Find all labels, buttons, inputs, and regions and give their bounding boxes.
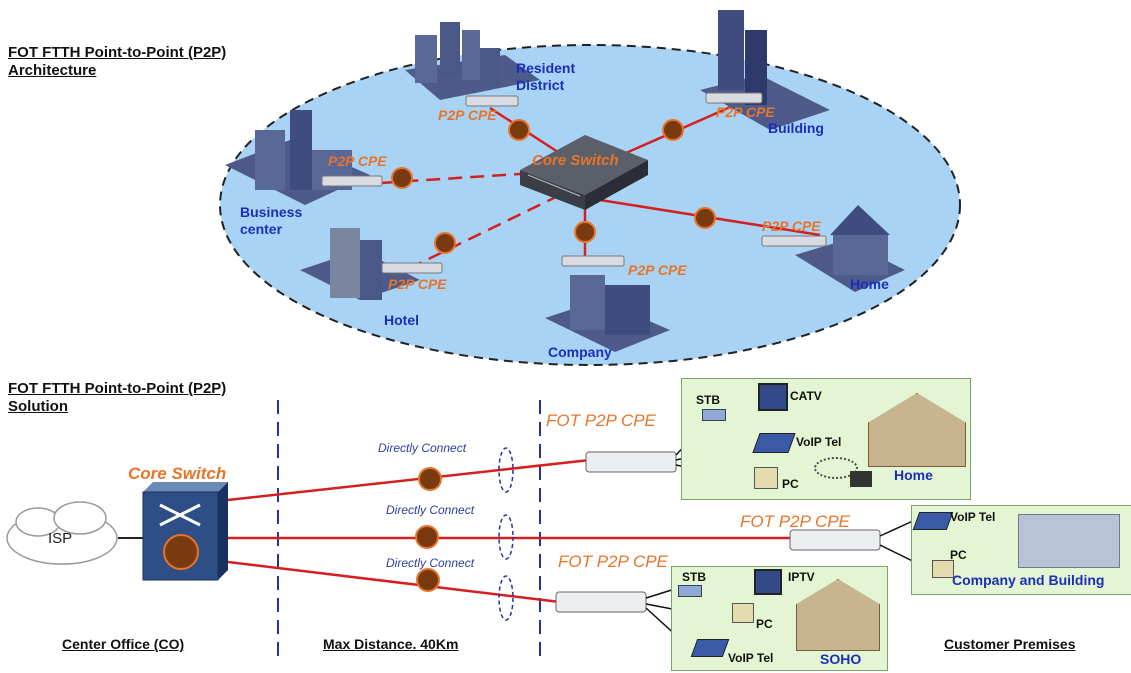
label-cpe-business: P2P CPE xyxy=(328,153,387,169)
label-iptv: IPTV xyxy=(788,570,815,584)
label-stb-soho: STB xyxy=(682,570,706,584)
line-hotel xyxy=(409,193,561,270)
top-title-line2: Architecture xyxy=(8,62,97,79)
core-switch-icon xyxy=(520,135,648,210)
footer-center-office: Center Office (CO) xyxy=(62,636,185,652)
building-icon xyxy=(225,10,905,352)
label-cpe-building: P2P CPE xyxy=(716,104,775,120)
bottom-title: FOT FTTH Point-to-Point (P2P) Solution xyxy=(8,380,226,416)
pc-icon xyxy=(732,603,754,623)
home-panel: STB CATV VoIP Tel PC Home xyxy=(681,378,971,500)
cloud-icon xyxy=(6,501,118,565)
label-cpe-company: P2P CPE xyxy=(628,262,687,278)
label-company-panel: Company and Building xyxy=(952,572,1105,588)
cpe-device-icon xyxy=(321,92,827,274)
core-switch-icon xyxy=(142,482,228,581)
label-hotel: Hotel xyxy=(384,312,419,328)
cpe-device-icon xyxy=(555,451,881,613)
optical-node-icon xyxy=(391,119,716,254)
label-cpe-soho-panel: FOT P2P CPE xyxy=(558,552,668,571)
label-voip-soho: VoIP Tel xyxy=(728,651,774,665)
soho-panel: STB IPTV PC VoIP Tel SOHO xyxy=(671,566,888,671)
label-pc-company: PC xyxy=(950,548,967,562)
stb-icon xyxy=(702,409,726,421)
label-soho-panel: SOHO xyxy=(820,651,862,667)
label-home: Home xyxy=(850,276,889,292)
label-isp: ISP xyxy=(48,530,73,547)
footer-max-distance: Max Distance. 40Km xyxy=(323,636,459,652)
phone-icon xyxy=(912,512,954,530)
footer-customer-premises: Customer Premises xyxy=(944,636,1076,652)
bottom-fiber-lines xyxy=(227,458,790,604)
office-icon xyxy=(1018,514,1120,568)
optical-node-icon xyxy=(415,467,442,592)
label-business-center: Business center xyxy=(240,204,303,237)
company-panel: VoIP Tel PC Company and Building xyxy=(911,505,1131,595)
label-cpe-company-panel: FOT P2P CPE xyxy=(740,512,850,531)
label-core-switch-top: Core Switch xyxy=(532,152,619,169)
label-core-switch-bottom: Core Switch xyxy=(128,464,227,483)
tv-icon xyxy=(754,569,782,595)
stb-icon xyxy=(678,585,702,597)
label-directly-connect-3: Directly Connect xyxy=(386,556,475,570)
label-stb-home: STB xyxy=(696,393,720,407)
house-icon xyxy=(796,579,880,651)
label-company: Company xyxy=(548,344,612,360)
label-directly-connect-2: Directly Connect xyxy=(386,503,475,517)
house-icon xyxy=(868,393,966,467)
label-resident-district: Resident District xyxy=(516,60,576,93)
laptop-icon xyxy=(850,471,872,487)
phone-icon xyxy=(690,639,730,657)
bottom-title-line2: Solution xyxy=(8,398,68,415)
tv-icon xyxy=(758,383,788,411)
label-catv: CATV xyxy=(790,389,822,403)
pc-icon xyxy=(754,467,778,489)
phone-icon xyxy=(752,433,796,453)
top-title-line1: FOT FTTH Point-to-Point (P2P) xyxy=(8,44,227,61)
label-pc-home: PC xyxy=(782,477,799,491)
label-directly-connect-1: Directly Connect xyxy=(378,441,467,455)
label-home-panel: Home xyxy=(894,467,933,483)
pc-icon xyxy=(932,560,954,578)
bottom-title-line1: FOT FTTH Point-to-Point (P2P) xyxy=(8,380,227,397)
label-pc-soho: PC xyxy=(756,617,773,631)
label-cpe-hotel: P2P CPE xyxy=(388,276,447,292)
wifi-icon xyxy=(814,457,858,479)
label-cpe-home: P2P CPE xyxy=(762,218,821,234)
label-building: Building xyxy=(768,120,824,136)
label-voip-company: VoIP Tel xyxy=(950,510,996,524)
label-voip-home: VoIP Tel xyxy=(796,435,842,449)
connect-ellipses xyxy=(498,447,514,621)
top-title: FOT FTTH Point-to-Point (P2P) Architectu… xyxy=(8,44,226,80)
label-cpe-resident: P2P CPE xyxy=(438,107,497,123)
label-cpe-home-panel: FOT P2P CPE xyxy=(546,411,656,430)
